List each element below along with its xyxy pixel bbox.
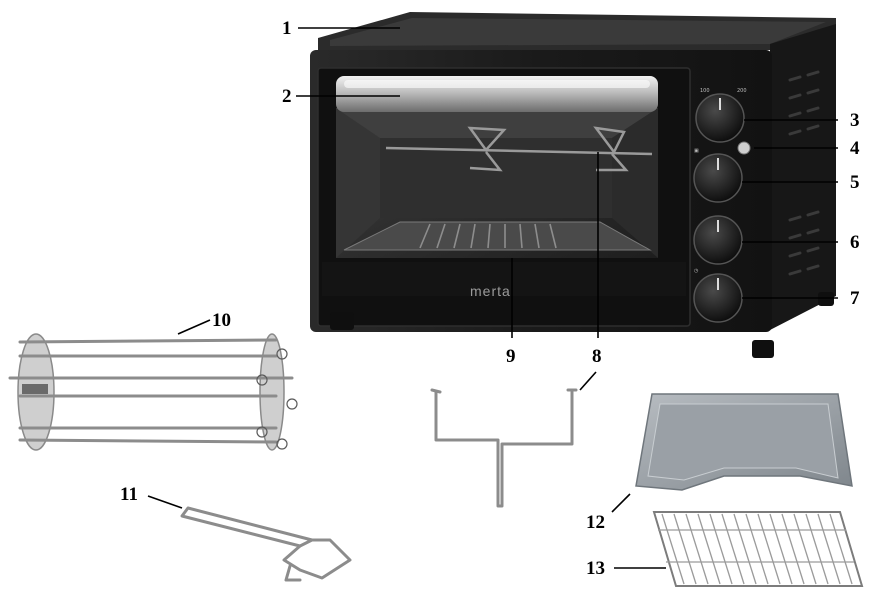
tray-handle: [180, 506, 352, 582]
callout-11: 11: [120, 484, 138, 505]
callout-1: 1: [282, 18, 292, 39]
callout-8: 8: [592, 346, 602, 367]
baking-tray: [635, 393, 853, 491]
rotisserie-spit-inside: [385, 126, 653, 172]
oven-body: merta: [310, 12, 836, 358]
indicator-light: [737, 141, 751, 155]
brand-logo: merta: [470, 283, 511, 299]
callout-2: 2: [282, 86, 292, 107]
temperature-knob[interactable]: 100 200: [695, 88, 747, 143]
svg-text:▣: ▣: [694, 148, 699, 154]
callout-5: 5: [850, 172, 860, 193]
callout-13: 13: [586, 558, 605, 579]
heating-mode-knob[interactable]: [693, 215, 743, 265]
callout-6: 6: [850, 232, 860, 253]
control-panel: 100 200 ▣ ◷: [693, 88, 751, 323]
callout-12: 12: [586, 512, 605, 533]
svg-text:100: 100: [700, 88, 710, 94]
callout-7: 7: [850, 288, 860, 309]
rotisserie-stand: [430, 388, 578, 508]
timer-knob[interactable]: ◷: [693, 268, 743, 323]
callout-10: 10: [212, 310, 231, 331]
svg-text:◷: ◷: [694, 268, 699, 274]
wire-rack: [652, 511, 864, 587]
rotisserie-basket: [8, 333, 298, 451]
leader-lines: [147, 27, 838, 569]
callout-3: 3: [850, 110, 860, 131]
function-knob[interactable]: ▣: [693, 148, 743, 203]
callout-4: 4: [850, 138, 860, 159]
side-vents: [788, 70, 820, 276]
svg-text:200: 200: [737, 88, 747, 94]
rack-bars: [419, 223, 557, 249]
foot-right: [752, 340, 774, 358]
callout-9: 9: [506, 346, 516, 367]
foot-left: [330, 312, 354, 330]
